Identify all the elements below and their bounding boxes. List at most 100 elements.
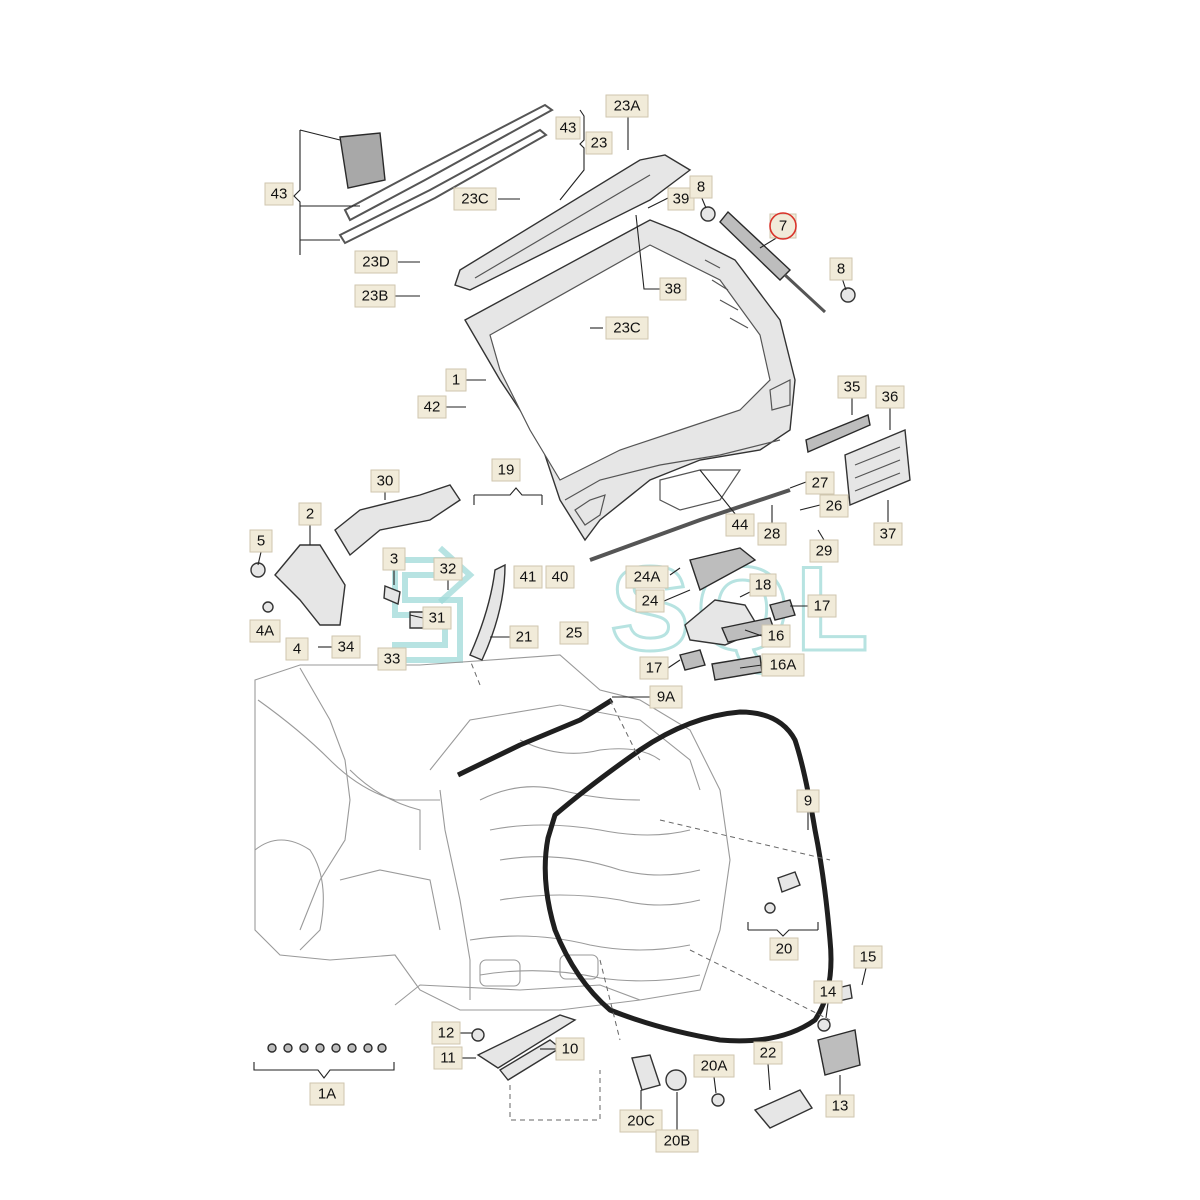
callout-38: 38 [659, 277, 687, 301]
callout-24A: 24A [625, 565, 669, 589]
callout-text: 30 [377, 473, 394, 490]
callout-33: 33 [377, 647, 407, 671]
callout-text: 26 [826, 498, 843, 515]
handle-bracket [469, 563, 506, 661]
callout-text: 34 [338, 639, 355, 656]
callout-text: 40 [552, 569, 569, 586]
car-body-illustration [254, 654, 834, 1044]
callout-25: 25 [559, 621, 589, 645]
gas-strut [700, 206, 856, 314]
callout-text: 42 [424, 399, 441, 416]
callout-15: 15 [853, 945, 883, 969]
callout-1: 1 [445, 368, 467, 392]
callout-43-left: 43 [264, 182, 294, 206]
callout-36: 36 [875, 385, 905, 409]
callout-text: 43 [560, 120, 577, 137]
callout-labels: 43 23 23A 43 23C 39 8 7 23D 8 23B 38 23C… [249, 94, 905, 1153]
callout-text: 44 [732, 517, 749, 534]
callout-44: 44 [725, 513, 755, 537]
callout-text: 41 [520, 569, 537, 586]
callout-text: 36 [882, 389, 899, 406]
callout-20B: 20B [655, 1129, 699, 1153]
callout-text: 12 [438, 1025, 455, 1042]
callout-23A: 23A [605, 94, 649, 118]
callout-23D: 23D [354, 250, 398, 274]
callout-12: 12 [431, 1021, 461, 1045]
callout-text: 4A [256, 623, 274, 640]
callout-text: 9A [657, 689, 675, 706]
callout-9A: 9A [649, 685, 683, 709]
tailgate-panel [464, 219, 796, 542]
callout-text: 13 [832, 1098, 849, 1115]
callout-19: 19 [491, 458, 521, 482]
callout-text: 3 [390, 551, 398, 568]
callout-26: 26 [819, 494, 849, 518]
callout-8-right: 8 [829, 257, 853, 281]
callout-text: 35 [844, 379, 861, 396]
roof-spoiler [454, 154, 692, 291]
callout-text: 9 [804, 793, 812, 810]
callout-14: 14 [813, 980, 843, 1004]
callout-42: 42 [417, 395, 447, 419]
callout-39: 39 [667, 187, 695, 211]
license-plate-parts [805, 414, 911, 507]
callout-32: 32 [433, 557, 463, 581]
callout-5: 5 [249, 529, 273, 553]
callout-3: 3 [382, 547, 406, 571]
callout-text: 31 [429, 610, 446, 627]
callout-text: 25 [566, 625, 583, 642]
callout-23C-mid: 23C [605, 316, 649, 340]
callout-30: 30 [370, 469, 400, 493]
callout-text: 24 [642, 593, 659, 610]
callout-27: 27 [805, 471, 835, 495]
callout-text: 8 [697, 179, 705, 196]
callout-40: 40 [545, 565, 575, 589]
callout-text: 23C [461, 191, 489, 208]
leader-lines [253, 106, 891, 1130]
callout-34: 34 [331, 635, 361, 659]
callout-17-right: 17 [807, 594, 837, 618]
callout-8-top: 8 [689, 175, 713, 199]
callout-18: 18 [749, 573, 777, 597]
callout-20C: 20C [619, 1109, 663, 1133]
callout-21: 21 [509, 625, 539, 649]
callout-text: 20 [776, 941, 793, 958]
callout-43-top: 43 [555, 116, 581, 140]
lock-camera-parts [679, 547, 796, 681]
callout-11: 11 [433, 1046, 463, 1070]
callout-22: 22 [753, 1041, 783, 1065]
callout-text: 23B [362, 288, 389, 305]
highlight-circle [769, 212, 797, 240]
callout-31: 31 [422, 606, 452, 630]
callout-41: 41 [513, 565, 543, 589]
callout-text: 43 [271, 186, 288, 203]
callout-20A: 20A [693, 1054, 735, 1078]
callout-text: 23 [591, 135, 608, 152]
callout-4A: 4A [249, 619, 281, 643]
callout-text: 20A [701, 1058, 728, 1075]
callout-text: 17 [814, 598, 831, 615]
callout-23C-top: 23C [453, 187, 497, 211]
callout-23: 23 [585, 131, 613, 155]
callout-text: 17 [646, 660, 663, 677]
callout-text: 16A [770, 657, 797, 674]
callout-text: 11 [440, 1050, 456, 1067]
callout-7: 7 [769, 212, 797, 240]
callout-text: 39 [673, 191, 690, 208]
callout-9: 9 [796, 789, 820, 813]
callout-text: 2 [306, 506, 314, 523]
callout-text: 20B [664, 1133, 691, 1150]
callout-text: 1A [318, 1086, 336, 1103]
callout-text: 27 [812, 475, 829, 492]
callout-text: 33 [384, 651, 401, 668]
callout-text: 23D [362, 254, 390, 271]
callout-text: 38 [665, 281, 682, 298]
callout-text: 20C [627, 1113, 655, 1130]
seal-44 [589, 488, 791, 562]
trim-strips [338, 103, 554, 245]
callout-text: 14 [820, 984, 837, 1001]
callout-17-left: 17 [639, 656, 669, 680]
callout-text: 8 [837, 261, 845, 278]
callout-text: 32 [440, 561, 457, 578]
